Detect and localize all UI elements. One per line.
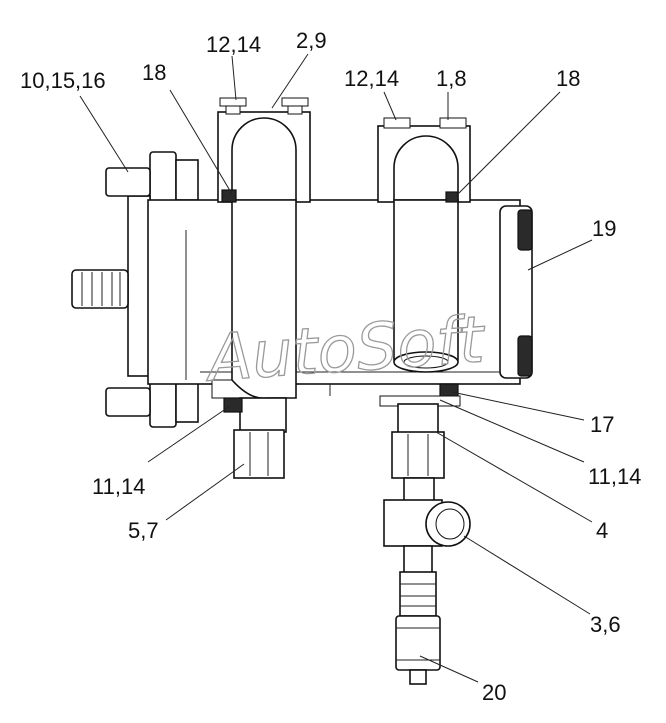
callout-12-14-left: 12,14 — [206, 32, 261, 57]
callout-10-15-16: 10,15,16 — [20, 68, 106, 93]
callout-12-14-right: 12,14 — [344, 66, 399, 91]
callout-18-left: 18 — [142, 60, 166, 85]
callout-2-9: 2,9 — [296, 28, 327, 53]
callout-3-6: 3,6 — [590, 612, 621, 637]
lower-fitting-stack — [383, 403, 471, 685]
left-pipe-loop — [217, 97, 311, 479]
callout-19: 19 — [592, 216, 616, 241]
callout-11-14-left: 11,14 — [92, 474, 145, 499]
callout-20: 20 — [482, 680, 506, 705]
leader-lines — [79, 53, 593, 683]
callout-4: 4 — [596, 518, 608, 543]
callout-18-right: 18 — [556, 66, 580, 91]
callout-17: 17 — [590, 412, 614, 437]
callout-5-7: 5,7 — [128, 518, 159, 543]
right-pipe-loop — [377, 117, 471, 407]
callout-11-14-right: 11,14 — [588, 464, 641, 489]
callout-1-8: 1,8 — [436, 66, 467, 91]
